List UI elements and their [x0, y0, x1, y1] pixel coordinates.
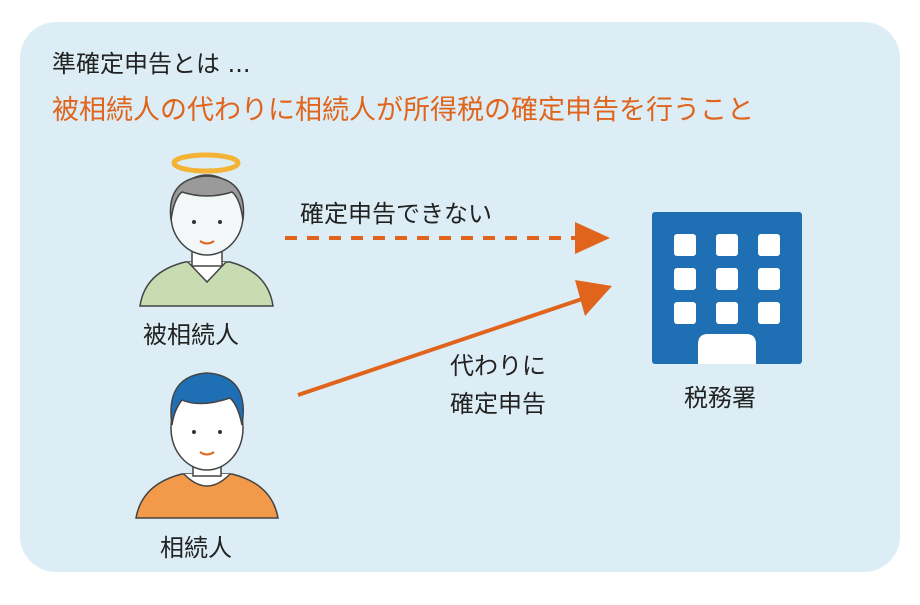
deceased-person-icon: [139, 152, 274, 307]
cannot-file-arrow: [285, 222, 610, 254]
tax-office-building-icon: [652, 212, 802, 364]
cannot-file-label: 確定申告できない: [300, 200, 492, 228]
deceased-label: 被相続人: [143, 321, 239, 349]
diagram-subtitle: 被相続人の代わりに相続人が所得税の確定申告を行うこと: [52, 95, 754, 126]
instead-label-line2: 確定申告: [450, 390, 546, 418]
file-instead-arrow: [297, 280, 612, 397]
heir-person-icon: [135, 372, 279, 519]
instead-label-line1: 代わりに: [450, 352, 546, 380]
tax-office-label: 税務署: [684, 384, 756, 412]
heir-label: 相続人: [160, 534, 232, 562]
diagram-title: 準確定申告とは ...: [52, 50, 251, 78]
